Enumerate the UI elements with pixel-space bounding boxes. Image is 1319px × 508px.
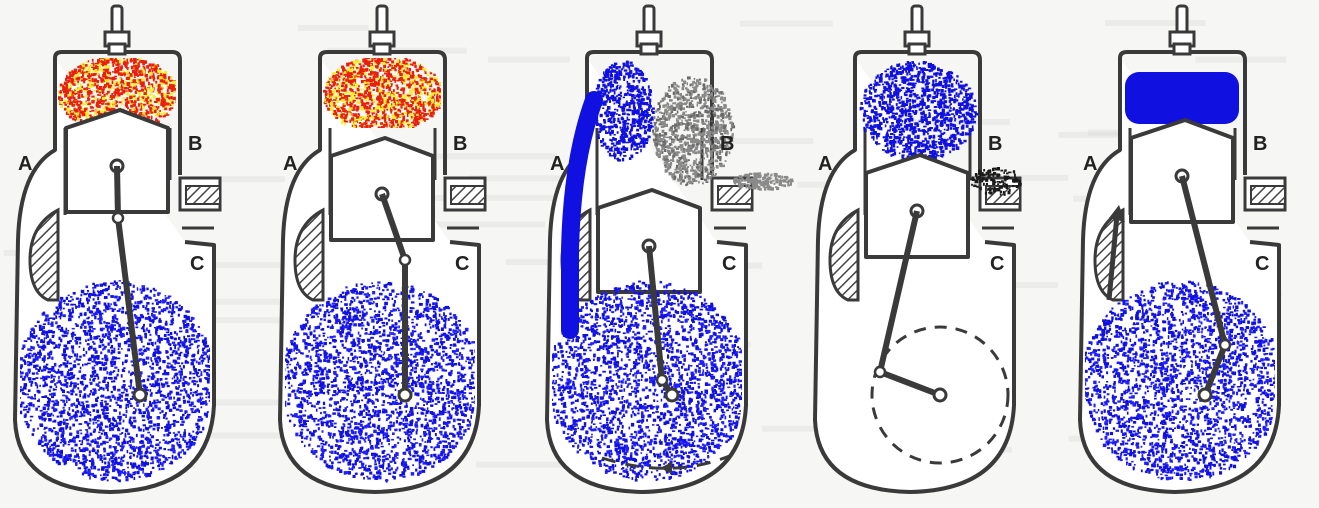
engine-drawing: A B C (1065, 0, 1319, 508)
label-c: C (455, 253, 469, 275)
engine-drawing: A B C (532, 0, 796, 508)
engine-drawing: A B C (265, 0, 529, 508)
engine-drawing: A B C (0, 0, 264, 508)
piston (1131, 120, 1233, 222)
label-a: A (283, 153, 297, 175)
crankshaft-icon (666, 389, 678, 401)
spark-plug-icon (1170, 6, 1194, 54)
combustion-gas (323, 55, 445, 133)
label-a: A (550, 153, 564, 175)
engine-panel-3: A B C (532, 0, 796, 508)
label-a: A (1083, 153, 1097, 175)
crankshaft-icon (399, 389, 411, 401)
label-c: C (990, 253, 1004, 275)
spark-plug-icon (105, 6, 129, 54)
label-a: A (18, 153, 32, 175)
spark-plug-icon (637, 6, 661, 54)
piston (866, 155, 968, 257)
label-b: B (988, 133, 1002, 155)
connecting-rod (117, 166, 118, 218)
piston (331, 138, 433, 240)
label-b: B (720, 133, 734, 155)
label-b: B (453, 133, 467, 155)
engine-panel-5: A B C (1065, 0, 1319, 508)
label-b: B (188, 133, 202, 155)
engine-panel-2: A B C (265, 0, 529, 508)
label-c: C (722, 253, 736, 275)
crankshaft-icon (134, 389, 146, 401)
crankshaft-icon (1199, 389, 1211, 401)
spark-plug-icon (370, 6, 394, 54)
crankshaft-icon (934, 389, 946, 401)
engine-drawing: A B C (800, 0, 1064, 508)
engine-panel-1: A B C (0, 0, 264, 508)
compressed-charge-gas (1125, 72, 1239, 124)
label-c: C (1255, 253, 1269, 275)
engine-panel-4: A B C (800, 0, 1064, 508)
label-c: C (190, 253, 204, 275)
label-a: A (818, 153, 832, 175)
label-b: B (1253, 133, 1267, 155)
spark-plug-icon (905, 6, 929, 54)
